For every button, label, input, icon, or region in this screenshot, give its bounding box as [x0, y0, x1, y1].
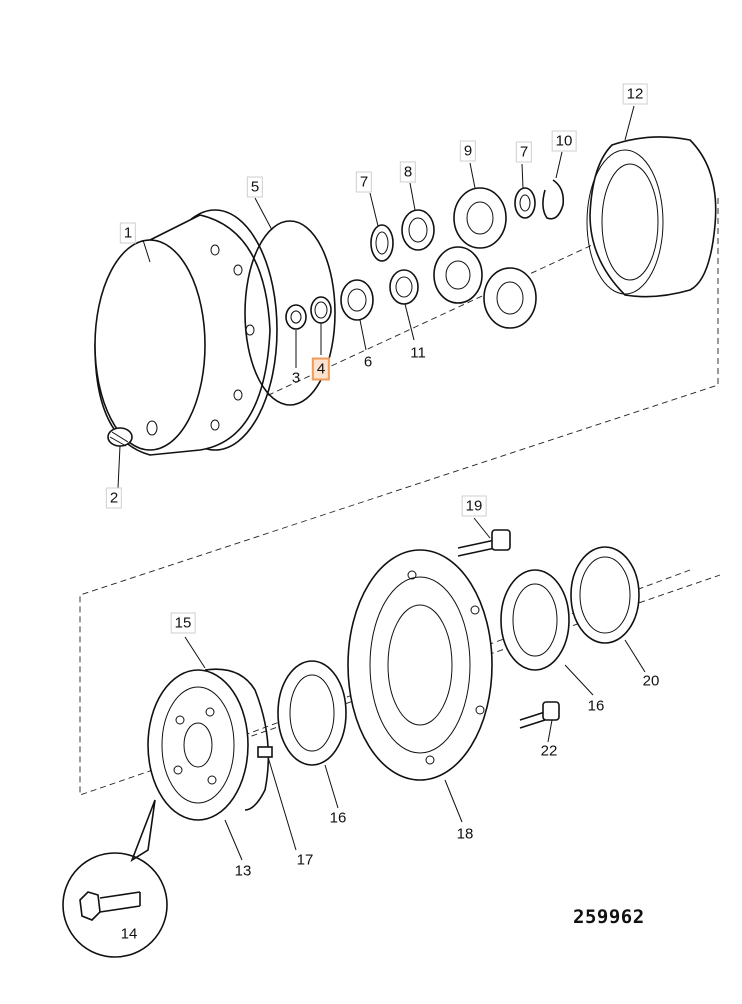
callout-7b[interactable]: 7	[515, 141, 533, 163]
callout-16b[interactable]: 16	[587, 697, 605, 715]
planet-gear-bottom	[483, 267, 537, 329]
callout-20[interactable]: 20	[642, 672, 660, 690]
callout-5[interactable]: 5	[246, 176, 264, 198]
callout-16[interactable]: 16	[329, 809, 347, 827]
callout-6[interactable]: 6	[363, 353, 373, 371]
hub-flange	[347, 549, 493, 781]
sun-gear	[340, 279, 374, 321]
taper-bearing-left	[277, 660, 347, 766]
drain-plug	[107, 427, 133, 447]
callout-11[interactable]: 11	[410, 344, 426, 362]
hub-housing	[94, 209, 278, 456]
callout-13[interactable]: 13	[234, 862, 252, 880]
callout-22[interactable]: 22	[540, 742, 558, 760]
planet-gear-top	[453, 187, 507, 249]
oil-seal	[570, 546, 640, 644]
circlip	[542, 179, 565, 220]
bolt-upper	[457, 529, 511, 557]
ring-gear	[586, 136, 717, 298]
callout-18[interactable]: 18	[456, 825, 474, 843]
planet-gear-middle	[433, 246, 483, 304]
drawing-number: 259962	[573, 906, 645, 928]
needle-bearing	[401, 209, 435, 251]
thrust-washer-left	[370, 224, 394, 262]
leader-lines	[117, 105, 646, 861]
callout-2[interactable]: 2	[105, 487, 123, 509]
callout-3[interactable]: 3	[291, 369, 301, 387]
callout-8[interactable]: 8	[399, 161, 417, 183]
dowel-pin	[257, 746, 273, 758]
o-ring	[244, 220, 336, 406]
callout-7[interactable]: 7	[355, 171, 373, 193]
callout-19[interactable]: 19	[461, 495, 487, 517]
callout-15[interactable]: 15	[170, 612, 196, 634]
bolt-detail-inset	[62, 799, 168, 958]
taper-bearing-right	[500, 569, 570, 671]
bolt-lower	[519, 701, 560, 729]
callout-1[interactable]: 1	[119, 222, 137, 244]
callout-14[interactable]: 14	[120, 925, 138, 943]
callout-4[interactable]: 4	[311, 357, 331, 381]
callout-9[interactable]: 9	[459, 140, 477, 162]
thrust-washer-right	[514, 187, 536, 219]
callout-10[interactable]: 10	[551, 130, 577, 152]
drive-flange-gear	[147, 669, 249, 821]
callout-12[interactable]: 12	[622, 83, 648, 105]
snap-ring	[204, 668, 270, 811]
washer-and-ring	[285, 296, 332, 330]
spacer	[389, 269, 419, 305]
callout-17[interactable]: 17	[296, 851, 314, 869]
